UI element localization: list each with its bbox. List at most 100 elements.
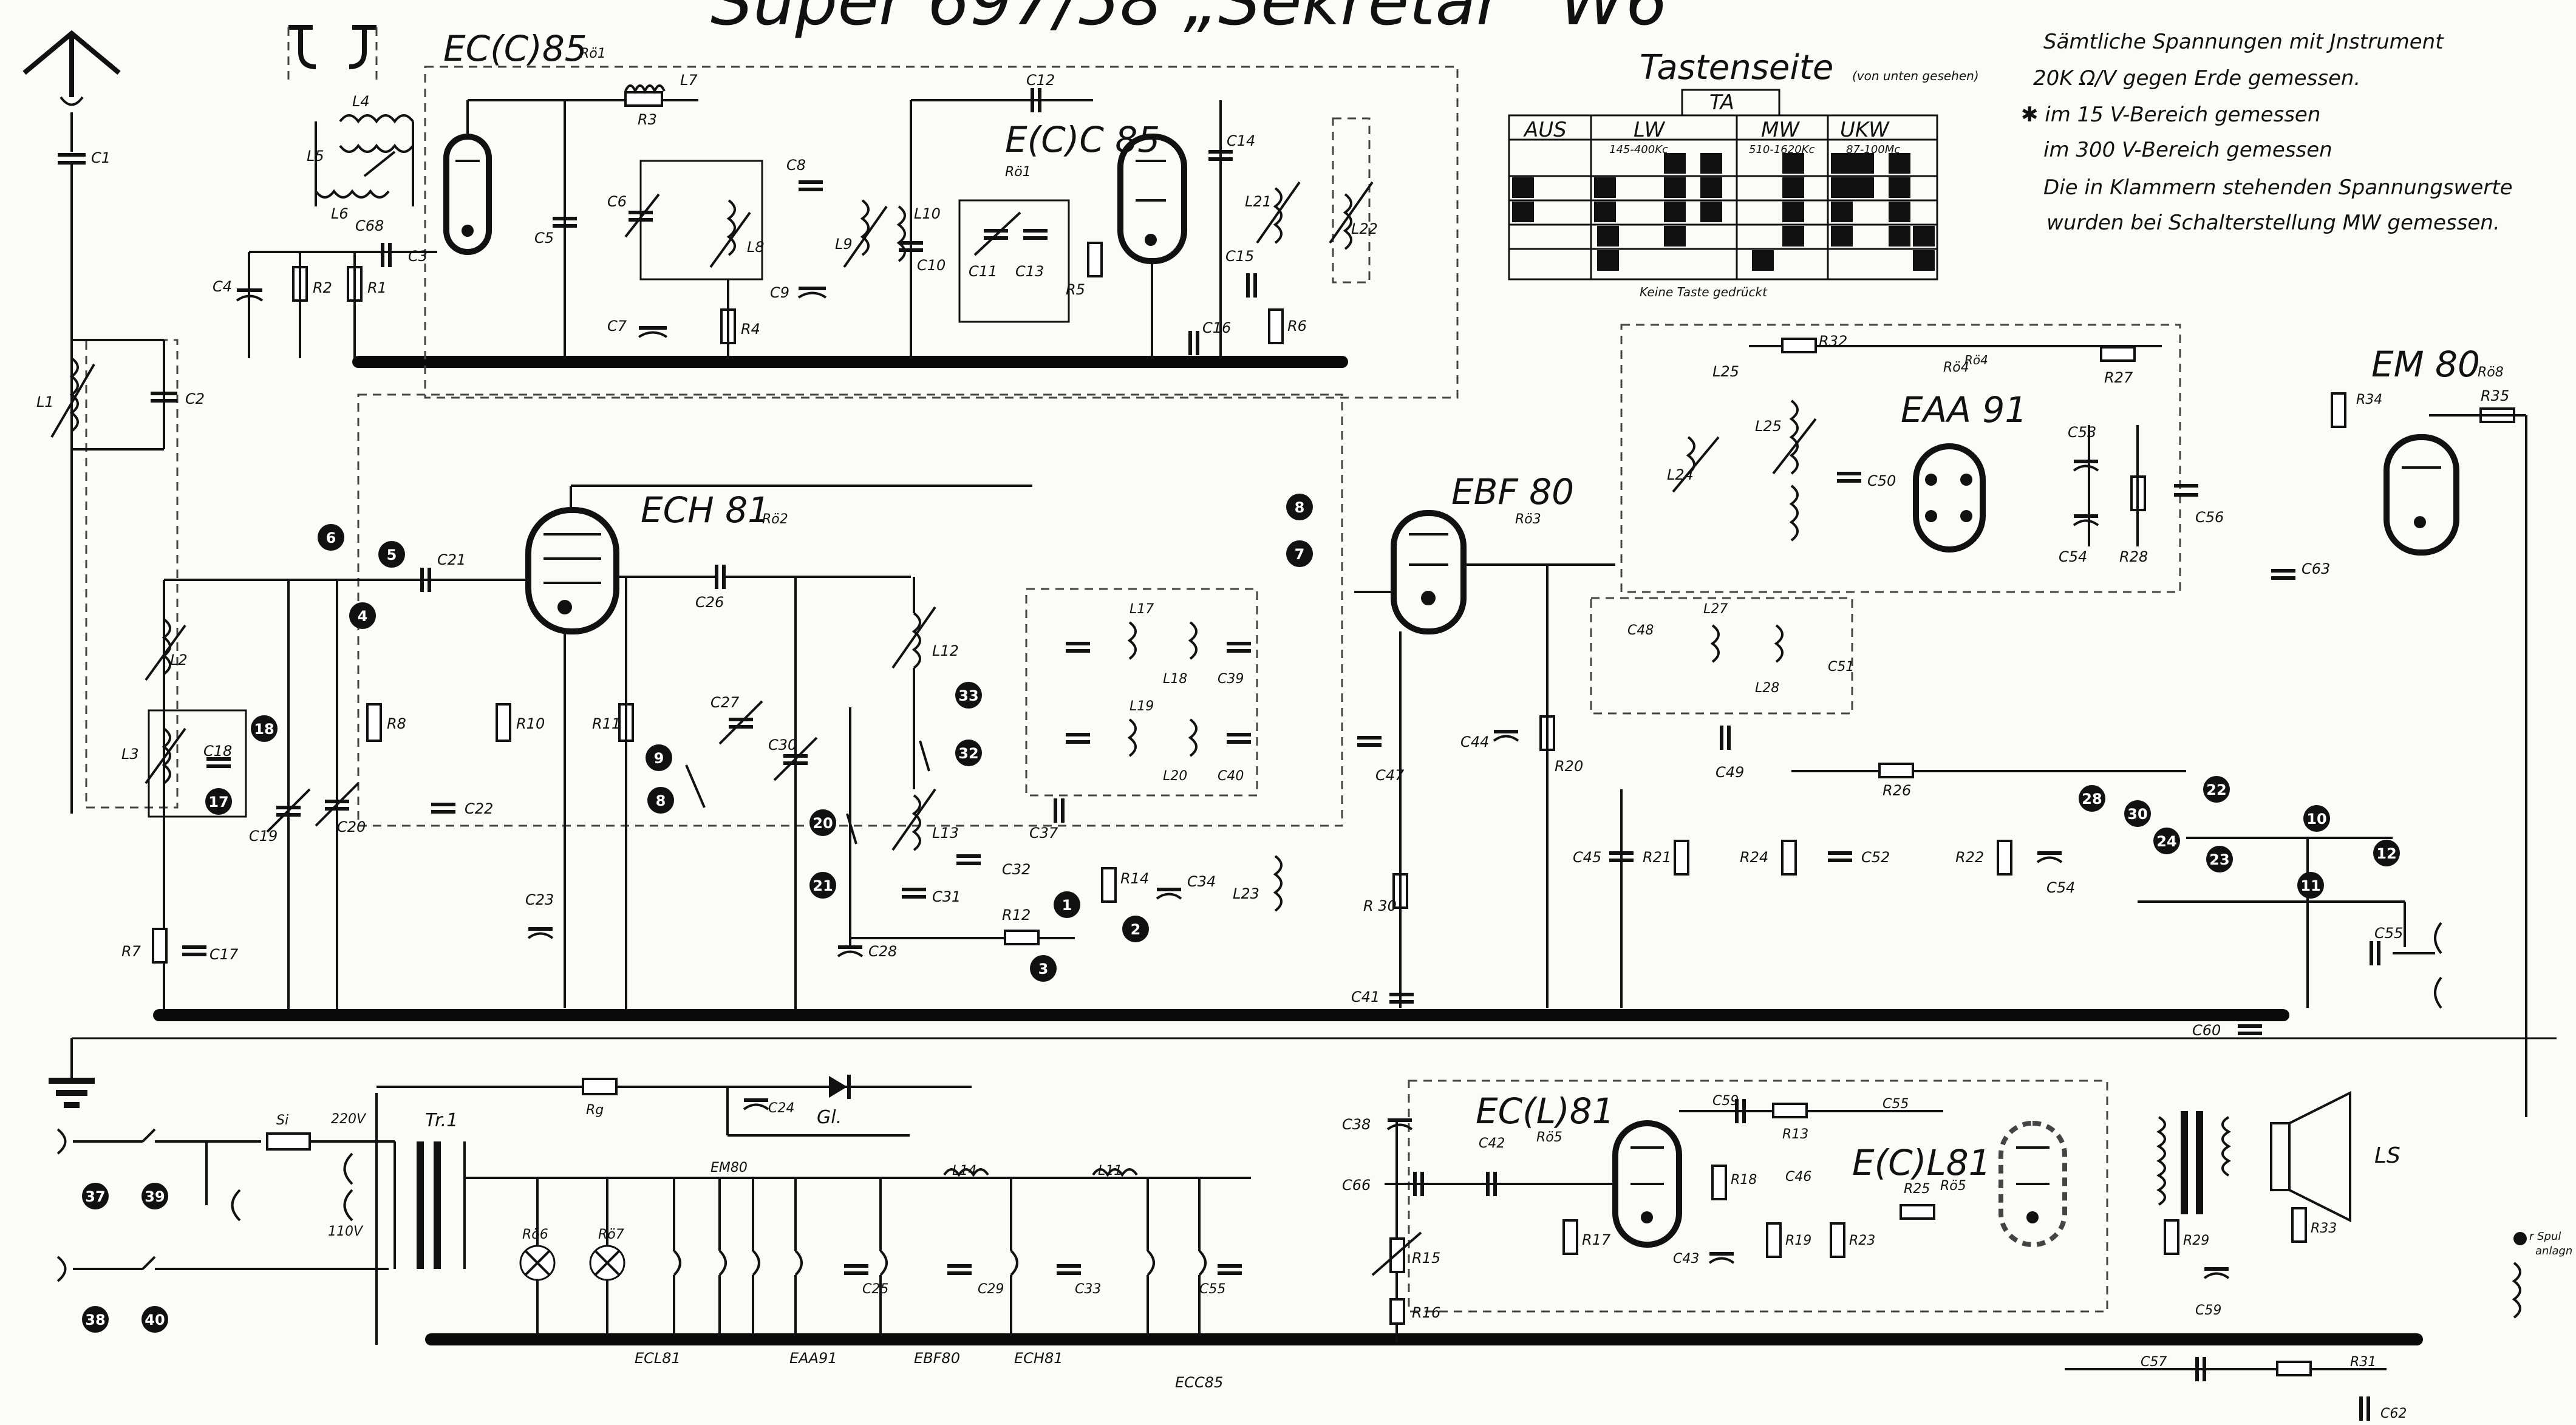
label-C43: C43 <box>1673 1251 1699 1267</box>
label-C68: C68 <box>355 217 384 234</box>
label-L19: L19 <box>1130 699 1154 714</box>
resistor-R10 <box>496 703 511 742</box>
label-C19: C19 <box>249 828 278 845</box>
coil-L4 <box>339 114 414 124</box>
note-line-2: 20K Ω/V gegen Erde gemessen. <box>2033 66 2360 90</box>
key-ukw: UKW <box>1840 118 1890 142</box>
label-C55-af: C55 <box>1883 1097 1909 1112</box>
resistor-R6 <box>1268 308 1284 344</box>
label-Gl: Gl. <box>817 1107 842 1128</box>
key-contact-block <box>1700 202 1722 222</box>
marker-label-23: 23 <box>2209 851 2229 868</box>
label-spule-1: r Spul <box>2529 1230 2561 1243</box>
key-contact-block <box>1597 226 1619 247</box>
marker-7 <box>1286 540 1313 567</box>
resistor-R25 <box>1900 1204 1935 1220</box>
label-C50: C50 <box>1867 472 1896 489</box>
label-C9: C9 <box>770 284 789 301</box>
resistor-R24 <box>1781 840 1797 876</box>
label-L6: L6 <box>331 205 349 222</box>
key-contact-block <box>1664 226 1686 247</box>
note-line-6: wurden bei Schalterstellung MW gemessen. <box>2046 211 2500 235</box>
filament-icon <box>1147 1250 1155 1276</box>
resistor-R17 <box>1562 1219 1578 1255</box>
resistor-R15 <box>1389 1237 1405 1273</box>
marker-12 <box>2373 840 2400 866</box>
marker-20 <box>809 809 836 836</box>
label-R20: R20 <box>1555 758 1583 775</box>
label-R27: R27 <box>2104 369 2133 386</box>
note-line-5: Die in Klammern stehenden Spannungswerte <box>2043 175 2513 200</box>
filament-icon <box>1010 1250 1018 1276</box>
label-Rg: Rg <box>586 1103 604 1118</box>
key-contact-block <box>1852 177 1874 198</box>
label-C52: C52 <box>1861 849 1890 866</box>
label-C55-low: C55 <box>1199 1282 1225 1297</box>
label-L4: L4 <box>352 93 370 110</box>
marker-17 <box>205 788 232 815</box>
key-contact-block <box>1752 250 1774 271</box>
key-contact-block <box>1852 153 1874 174</box>
marker-label-24: 24 <box>2156 833 2176 850</box>
key-contact-block <box>1889 177 1910 198</box>
marker-22 <box>2203 776 2230 803</box>
fuse-Si <box>266 1132 311 1151</box>
label-C17: C17 <box>210 946 239 963</box>
note-line-3: ✱ im 15 V-Bereich gemessen <box>2021 103 2320 127</box>
note-line-1: Sämtliche Spannungen mit Jnstrument <box>2043 30 2444 54</box>
label-C38: C38 <box>1342 1116 1371 1133</box>
label-C59-b: C59 <box>2195 1303 2221 1318</box>
filament-icon <box>752 1250 760 1276</box>
resistor-R18 <box>1711 1165 1727 1200</box>
label-C20: C20 <box>337 818 366 835</box>
label-C21: C21 <box>437 551 466 568</box>
label-C5: C5 <box>534 230 554 247</box>
if-filter-box <box>1025 588 1258 797</box>
label-Ro7: Rö7 <box>598 1227 624 1242</box>
label-C10: C10 <box>917 257 946 274</box>
label-L11: L11 <box>1098 1163 1122 1178</box>
marker-label-3: 3 <box>1038 961 1049 978</box>
label-Ro4: Rö4 <box>1964 353 1988 367</box>
label-L8: L8 <box>747 239 765 256</box>
label-L13: L13 <box>932 825 959 842</box>
filament-icon <box>1198 1250 1207 1276</box>
key-table-footer: Keine Taste gedrückt <box>1640 285 1768 299</box>
key-contact-block <box>1782 177 1804 198</box>
marker-label-1: 1 <box>1062 897 1072 914</box>
marker-38 <box>82 1306 109 1333</box>
label-C46: C46 <box>1785 1169 1811 1185</box>
resistor-R13 <box>1772 1103 1808 1118</box>
coil-L10 <box>896 205 906 262</box>
label-L5: L5 <box>307 148 324 165</box>
loudspeaker-LS <box>2270 1090 2351 1223</box>
key-lw: LW <box>1634 118 1666 142</box>
label-C59: C59 <box>1712 1093 1739 1109</box>
label-L7: L7 <box>680 72 698 89</box>
marker-label-18: 18 <box>254 721 274 738</box>
label-220V: 220V <box>331 1112 367 1127</box>
label-C40: C40 <box>1218 769 1244 784</box>
label-R15: R15 <box>1412 1250 1440 1267</box>
tube-label-ecc85-a: EC(C)85 <box>443 28 587 69</box>
label-L10: L10 <box>914 205 941 222</box>
dipole-sockets <box>287 25 378 85</box>
output-transformer <box>2156 1111 2231 1214</box>
label-R34: R34 <box>2356 392 2382 407</box>
key-aus: AUS <box>1523 118 1567 142</box>
label-C1: C1 <box>91 149 111 166</box>
choke-L11 <box>1092 1168 1138 1177</box>
marker-label-30: 30 <box>2127 806 2147 823</box>
label-ecl81-filament: ECL81 <box>635 1350 681 1367</box>
marker-4 <box>349 602 376 629</box>
tube-em80 <box>2383 434 2459 556</box>
resistor-R8 <box>366 703 382 742</box>
key-contact-blocks <box>1512 153 1935 271</box>
marker-label-32: 32 <box>958 745 978 762</box>
label-R33: R33 <box>2311 1221 2337 1236</box>
label-L18: L18 <box>1163 672 1187 687</box>
label-L9: L9 <box>835 236 853 253</box>
label-C44: C44 <box>1460 733 1489 750</box>
label-C3: C3 <box>408 248 428 265</box>
